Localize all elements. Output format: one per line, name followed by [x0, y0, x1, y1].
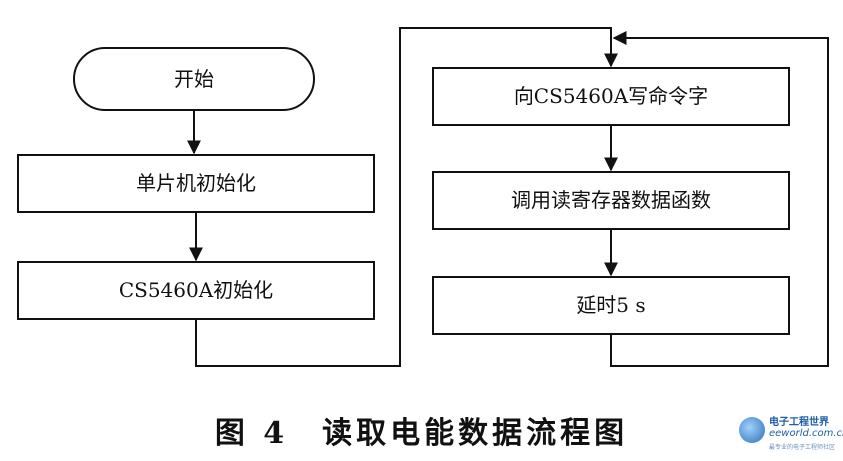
write-cmd-label: 向CS5460A写命令字: [514, 84, 708, 108]
figure-caption: 图 4 读取电能数据流程图: [0, 408, 843, 452]
figure-number: 图 4: [214, 416, 289, 451]
mcu-init-label: 单片机初始化: [136, 171, 256, 195]
write-cmd-node: [432, 67, 790, 126]
globe-logo-icon: [739, 417, 765, 443]
figure-title: 读取电能数据流程图: [322, 416, 629, 451]
delay-label: 延时5 s: [576, 293, 645, 317]
watermark-title: 电子工程世界: [769, 417, 829, 428]
watermark-url: eeworld.com.cn: [769, 428, 843, 439]
cs-init-label: CS5460A初始化: [119, 278, 273, 302]
start-label: 开始: [174, 67, 214, 91]
arrow-delay-loop-back: [610, 31, 829, 367]
site-watermark: 电子工程世界 eeworld.com.cn 最专业的电子工程师社区: [739, 411, 843, 455]
arrow-cs-to-write: [195, 27, 618, 367]
call-read-label: 调用读寄存器数据函数: [511, 188, 711, 212]
cs-init-node: [17, 261, 375, 320]
mcu-init-node: [17, 154, 375, 213]
watermark-sub: 最专业的电子工程师社区: [769, 444, 836, 451]
